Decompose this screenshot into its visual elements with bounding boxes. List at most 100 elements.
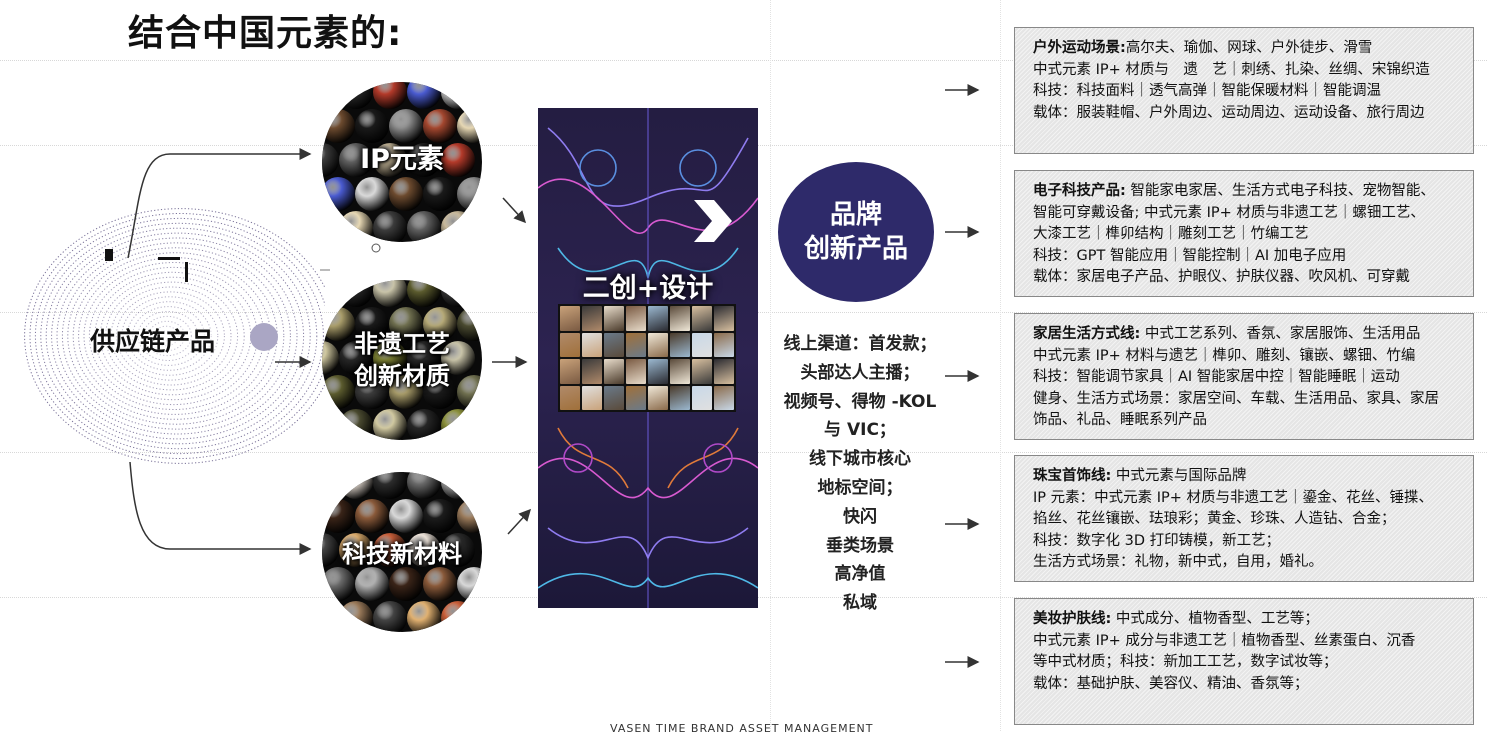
home-lifestyle-box: 家居生活方式线: 中式工艺系列、香氛、家居服饰、生活用品 中式元素 IP+ 材料… <box>1014 313 1474 440</box>
photo-thumbnail <box>692 385 712 410</box>
box-line: 科技：数字化 3D 打印铸模，新工艺； <box>1033 532 1281 549</box>
box-heading: 美妆护肤线: <box>1033 611 1112 627</box>
photo-thumbnail <box>582 385 602 410</box>
channel-list: 线上渠道：首发款； 头部达人主播； 视频号、得物 -KOL 与 VIC； 线下城… <box>765 330 955 618</box>
circle-label-line-1: 非遗工艺 <box>354 330 450 358</box>
channel-item: 线下城市核心 <box>809 449 911 470</box>
photo-thumbnail <box>626 306 646 331</box>
brand-innovation-circle: 品牌 创新产品 <box>778 162 934 302</box>
photo-thumbnail <box>648 359 668 384</box>
photo-thumbnail <box>670 359 690 384</box>
box-heading: 电子科技产品: <box>1033 183 1126 199</box>
box-line: IP 元素：中式元素 IP+ 材质与非遗工艺｜鎏金、花丝、锤揲、 <box>1033 489 1434 506</box>
brand-label-line-2: 创新产品 <box>803 234 908 264</box>
photo-thumbnail <box>648 385 668 410</box>
photo-thumbnail <box>670 385 690 410</box>
photo-thumbnail <box>670 306 690 331</box>
photo-thumbnail <box>648 306 668 331</box>
photo-thumbnail <box>582 306 602 331</box>
photo-thumbnail <box>560 306 580 331</box>
photo-thumbnail <box>692 359 712 384</box>
photo-thumbnail <box>648 332 668 357</box>
channel-item: 地标空间； <box>817 477 903 498</box>
photo-thumbnail <box>692 306 712 331</box>
photo-thumbnail <box>626 332 646 357</box>
photo-thumbnail <box>714 385 734 410</box>
photo-thumbnail <box>560 359 580 384</box>
brand-label-line-1: 品牌 <box>829 200 882 230</box>
box-line: 载体：基础护肤、美容仪、精油、香氛等； <box>1033 675 1309 692</box>
box-line: 科技：科技面料｜透气高弹｜智能保暖材料｜智能调温 <box>1033 83 1381 99</box>
box-line: 载体：服装鞋帽、户外周边、运动周边、运动设备、旅行周边 <box>1033 104 1425 121</box>
box-line: 智能可穿戴设备; 中式元素 IP+ 材质与非遗工艺｜螺钿工艺、 <box>1033 204 1425 221</box>
photo-grid <box>558 304 736 412</box>
box-line: 生活方式场景：礼物，新中式，自用，婚礼。 <box>1033 554 1323 570</box>
channel-item: 与 VIC； <box>824 420 896 441</box>
chevron-right-icon <box>694 200 732 242</box>
box-line: 科技：GPT 智能应用｜智能控制｜AI 加电子应用 <box>1033 247 1347 264</box>
beauty-skincare-box: 美妆护肤线: 中式成分、植物香型、工艺等； 中式元素 IP+ 成分与非遗工艺｜植… <box>1014 598 1474 725</box>
poster-label: 二创+设计 <box>582 273 714 304</box>
box-line: 中式元素 IP+ 材质与 遗 艺｜刺绣、扎染、丝绸、宋锦织造 <box>1033 61 1430 78</box>
box-line: 掐丝、花丝镶嵌、珐琅彩；黄金、珍珠、人造钻、合金； <box>1033 511 1396 527</box>
circle-label: IP元素 <box>360 144 444 175</box>
photo-thumbnail <box>582 359 602 384</box>
channel-item: 私域 <box>843 593 877 614</box>
channel-item: 线上渠道：首发款； <box>783 334 937 354</box>
heritage-craft-circle: 非遗工艺 创新材质 <box>322 280 482 440</box>
box-line: 大漆工艺｜榫卯结构｜雕刻工艺｜竹编工艺 <box>1033 226 1309 242</box>
channel-item: 垂类场景 <box>826 535 894 556</box>
footer-text: VASEN TIME BRAND ASSET MANAGEMENT <box>610 722 874 735</box>
jewelry-box: 珠宝首饰线: 中式元素与国际品牌 IP 元素：中式元素 IP+ 材质与非遗工艺｜… <box>1014 455 1474 582</box>
photo-thumbnail <box>582 332 602 357</box>
box-line: 中式工艺系列、香氛、家居服饰、生活用品 <box>1140 326 1421 342</box>
photo-thumbnail <box>604 359 624 384</box>
outdoor-sports-box: 户外运动场景:高尔夫、瑜伽、网球、户外徒步、滑雪 中式元素 IP+ 材质与 遗 … <box>1014 27 1474 154</box>
box-line: 载体：家居电子产品、护眼仪、护肤仪器、吹风机、可穿戴 <box>1033 269 1410 285</box>
gray-dot <box>250 323 278 351</box>
channel-item: 快闪 <box>843 506 877 527</box>
photo-thumbnail <box>626 385 646 410</box>
box-line: 中式元素 IP+ 材料与遗艺｜榫卯、雕刻、镶嵌、螺钿、竹编 <box>1033 347 1416 364</box>
photo-thumbnail <box>670 332 690 357</box>
box-line: 智能家电家居、生活方式电子科技、宠物智能、 <box>1125 183 1435 199</box>
material-spheres <box>322 472 482 632</box>
box-line: 中式元素与国际品牌 <box>1111 468 1247 484</box>
photo-thumbnail <box>560 385 580 410</box>
box-line: 中式成分、植物香型、工艺等； <box>1111 611 1319 627</box>
guide-line <box>1000 0 1001 731</box>
ip-elements-circle: IP元素 <box>322 82 482 242</box>
material-spheres <box>322 82 482 242</box>
box-heading: 珠宝首饰线: <box>1033 468 1112 484</box>
box-line: 高尔夫、瑜伽、网球、户外徒步、滑雪 <box>1125 40 1373 56</box>
photo-thumbnail <box>714 306 734 331</box>
tech-materials-circle: 科技新材料 <box>322 472 482 632</box>
photo-thumbnail <box>604 306 624 331</box>
photo-thumbnail <box>604 332 624 357</box>
channel-item: 高净值 <box>834 564 886 585</box>
guide-line <box>0 60 1487 61</box>
box-line: 中式元素 IP+ 成分与非遗工艺｜植物香型、丝素蛋白、沉香 <box>1033 632 1416 649</box>
electronics-box: 电子科技产品: 智能家电家居、生活方式电子科技、宠物智能、 智能可穿戴设备; 中… <box>1014 170 1474 297</box>
box-heading: 户外运动场景: <box>1033 40 1126 56</box>
circle-label-line-2: 创新材质 <box>354 362 450 390</box>
material-spheres <box>322 280 482 440</box>
photo-thumbnail <box>692 332 712 357</box>
photo-thumbnail <box>604 385 624 410</box>
box-heading: 家居生活方式线: <box>1033 326 1141 342</box>
circle-label: 科技新材料 <box>342 540 462 568</box>
box-line: 科技：智能调节家具｜AI 智能家居中控｜智能睡眠｜运动 <box>1033 369 1400 385</box>
photo-thumbnail <box>626 359 646 384</box>
photo-thumbnail <box>560 332 580 357</box>
design-poster: 二创+设计 <box>538 108 758 608</box>
photo-thumbnail <box>714 359 734 384</box>
box-line: 等中式材质；科技：新加工工艺，数字试妆等； <box>1033 654 1338 670</box>
supply-chain-label: 供应链产品 <box>90 327 216 356</box>
channel-item: 头部达人主播； <box>800 362 920 383</box>
box-line: 健身、生活方式场景：家居空间、车载、生活用品、家具、家居 <box>1033 390 1439 407</box>
photo-thumbnail <box>714 332 734 357</box>
channel-item: 视频号、得物 -KOL <box>783 391 937 412</box>
guide-line <box>770 0 771 731</box>
page-title: 结合中国元素的: <box>128 13 403 54</box>
